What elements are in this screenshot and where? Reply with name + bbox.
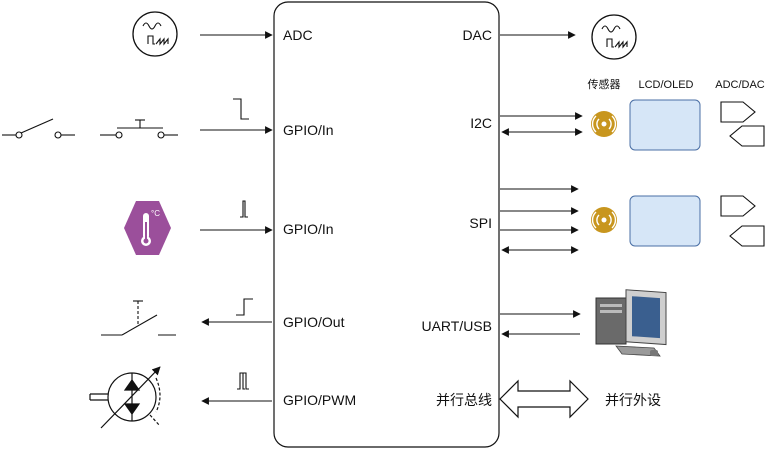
port-adc: ADC — [283, 27, 313, 43]
rising-edge-icon — [236, 298, 253, 316]
port-gpio-pwm: GPIO/PWM — [283, 392, 356, 408]
temperature-sensor-icon: °C — [124, 201, 171, 255]
dac-output-icon — [591, 14, 637, 60]
spi-converter-icon — [720, 195, 765, 247]
push-button-switch-icon — [100, 119, 178, 139]
header-converter: ADC/DAC — [715, 79, 765, 91]
port-i2c: I2C — [470, 115, 492, 131]
temperature-unit: °C — [151, 209, 160, 218]
port-spi: SPI — [469, 215, 492, 231]
port-dac: DAC — [462, 27, 492, 43]
header-sensor: 传感器 — [588, 78, 621, 91]
step-signal-icon — [233, 98, 249, 120]
spi-display-icon — [629, 195, 701, 247]
computer-icon — [595, 289, 667, 357]
parallel-device-label: 并行外设 — [605, 393, 661, 409]
port-gpio-in-2: GPIO/In — [283, 221, 334, 237]
port-parallel-bus: 并行总线 — [436, 393, 492, 409]
switch-icon — [2, 118, 75, 139]
parallel-bus-arrow — [499, 379, 589, 419]
port-uart-usb: UART/USB — [421, 318, 492, 334]
spi-sensor-icon — [591, 207, 617, 233]
i2c-display-icon — [629, 99, 701, 151]
relay-contact-icon — [101, 300, 176, 336]
i2c-converter-icon — [720, 101, 765, 147]
mcu-block — [273, 1, 500, 448]
i2c-sensor-icon — [591, 111, 617, 137]
header-display: LCD/OLED — [638, 79, 693, 91]
port-gpio-in-1: GPIO/In — [283, 122, 334, 138]
pwm-actuator-icon — [89, 366, 161, 429]
port-gpio-out: GPIO/Out — [283, 314, 345, 330]
signal-source-icon — [132, 11, 178, 57]
pwm-pulse-icon — [237, 372, 249, 390]
pulse-signal-icon — [240, 200, 248, 218]
